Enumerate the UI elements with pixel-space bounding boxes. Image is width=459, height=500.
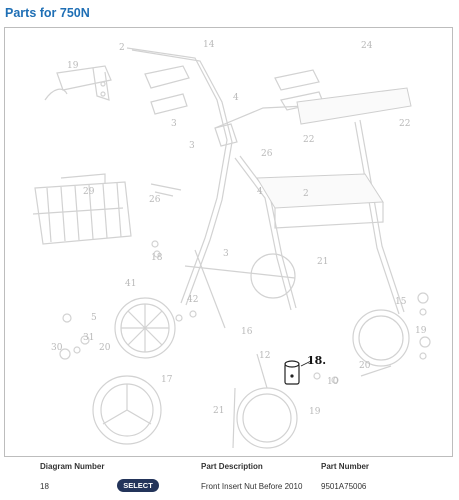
callout-label: 31 (83, 333, 94, 343)
column-header-part-description: Part Description (201, 462, 263, 471)
callout-label: 10 (327, 377, 339, 387)
callout-label: 19 (67, 61, 79, 71)
callout-label: 4 (233, 93, 239, 103)
diagram-number-value: 18 (40, 482, 49, 491)
callout-label: 30 (51, 343, 63, 353)
callout-label: 12 (259, 351, 270, 361)
callout-label: 41 (125, 279, 136, 289)
walker-frame-drawing (126, 47, 412, 329)
parts-diagram: 14 2 24 19 3 4 3 22 22 26 4 2 29 26 18 3… (4, 27, 453, 457)
callout-label: 17 (161, 375, 173, 385)
column-header-diagram-number: Diagram Number (40, 462, 105, 471)
handle-parts-drawing (44, 65, 324, 115)
part-description-value: Front Insert Nut Before 2010 (201, 482, 303, 491)
callout-label: 42 (187, 295, 198, 305)
callout-label: 26 (261, 149, 273, 159)
callout-label: 2 (119, 43, 125, 53)
callout-label: 22 (399, 119, 410, 129)
callout-label: 3 (171, 119, 177, 129)
callout-label: 15 (395, 297, 407, 307)
callout-label: 22 (303, 135, 314, 145)
callout-label: 5 (91, 313, 97, 323)
wheels-drawing (92, 253, 410, 449)
hardware-drawing (59, 183, 431, 384)
callout-label: 20 (99, 343, 111, 353)
callout-label: 26 (149, 195, 161, 205)
column-header-part-number: Part Number (321, 462, 370, 471)
callout-label: 3 (189, 141, 195, 151)
callout-label-18-highlighted: 18. (307, 354, 326, 367)
callout-label: 21 (213, 406, 224, 416)
callout-labels: 14 2 24 19 3 4 3 22 22 26 4 2 29 26 18 3… (51, 40, 427, 417)
part-18-front-insert-nut[interactable] (284, 360, 312, 385)
select-button[interactable]: SELECT (117, 479, 159, 492)
callout-label: 19 (415, 326, 427, 336)
callout-label: 2 (303, 189, 309, 199)
callout-label: 19 (309, 407, 321, 417)
page-title: Parts for 750N (5, 6, 90, 20)
callout-label: 4 (257, 187, 263, 197)
basket-drawing (32, 173, 132, 245)
callout-label: 16 (241, 327, 253, 337)
callout-label: 18 (151, 253, 163, 263)
callout-label: 20 (359, 361, 371, 371)
callout-label: 3 (223, 249, 229, 259)
callout-label: 21 (317, 257, 328, 267)
callout-label: 14 (203, 40, 215, 50)
callout-label: 29 (83, 187, 95, 197)
walker-exploded-drawing: 14 2 24 19 3 4 3 22 22 26 4 2 29 26 18 3… (32, 40, 431, 449)
part-number-value: 9501A75006 (321, 482, 367, 491)
callout-label: 24 (361, 41, 373, 51)
